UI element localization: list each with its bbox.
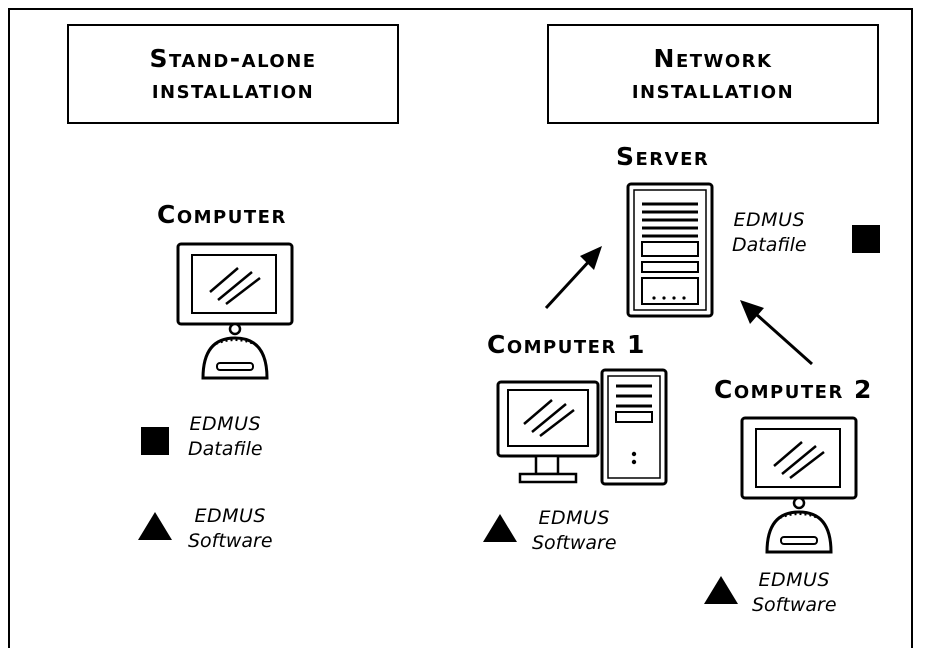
standalone-software-line1: EDMUS bbox=[194, 505, 266, 527]
arrow-icon bbox=[544, 246, 602, 310]
network-title-box: Network installation bbox=[547, 24, 879, 124]
computer2-software-label: EDMUS Software bbox=[752, 568, 837, 617]
standalone-title-line1: Stand-alone bbox=[149, 43, 317, 73]
standalone-title-line2: installation bbox=[151, 75, 315, 104]
server-datafile-label: EDMUS Datafile bbox=[732, 208, 807, 257]
computer1-software-triangle-icon bbox=[483, 514, 517, 542]
standalone-datafile-square-icon bbox=[141, 427, 169, 455]
desktop-tower-icon bbox=[496, 368, 668, 486]
server-datafile-square-icon bbox=[852, 225, 880, 253]
network-title-line1: Network bbox=[653, 43, 773, 73]
computer1-software-line2: Software bbox=[532, 531, 617, 554]
standalone-software-label: EDMUS Software bbox=[188, 504, 273, 553]
server-icon bbox=[626, 182, 714, 318]
server-datafile-line1: EDMUS bbox=[733, 209, 806, 231]
computer2-software-triangle-icon bbox=[704, 576, 738, 604]
server-label: Server bbox=[616, 142, 710, 171]
standalone-datafile-label: EDMUS Datafile bbox=[188, 412, 263, 461]
standalone-software-line2: Software bbox=[188, 529, 273, 552]
computer1-label: Computer 1 bbox=[487, 330, 646, 359]
standalone-title-box: Stand-alone installation bbox=[67, 24, 399, 124]
standalone-software-triangle-icon bbox=[138, 512, 172, 540]
standalone-datafile-line1: EDMUS bbox=[189, 413, 262, 435]
diagram-frame bbox=[8, 8, 913, 648]
server-datafile-line2: Datafile bbox=[732, 233, 807, 256]
network-title-line2: installation bbox=[631, 75, 795, 104]
computer2-software-line1: EDMUS bbox=[758, 569, 830, 591]
computer1-software-label: EDMUS Software bbox=[532, 506, 617, 555]
imac-computer-icon bbox=[176, 242, 294, 380]
computer2-label: Computer 2 bbox=[714, 375, 873, 404]
computer1-software-line1: EDMUS bbox=[538, 507, 610, 529]
standalone-computer-label: Computer bbox=[157, 200, 287, 229]
arrow-icon bbox=[740, 300, 813, 366]
standalone-datafile-line2: Datafile bbox=[188, 437, 263, 460]
imac-computer-icon bbox=[740, 416, 858, 554]
computer2-software-line2: Software bbox=[752, 593, 837, 616]
